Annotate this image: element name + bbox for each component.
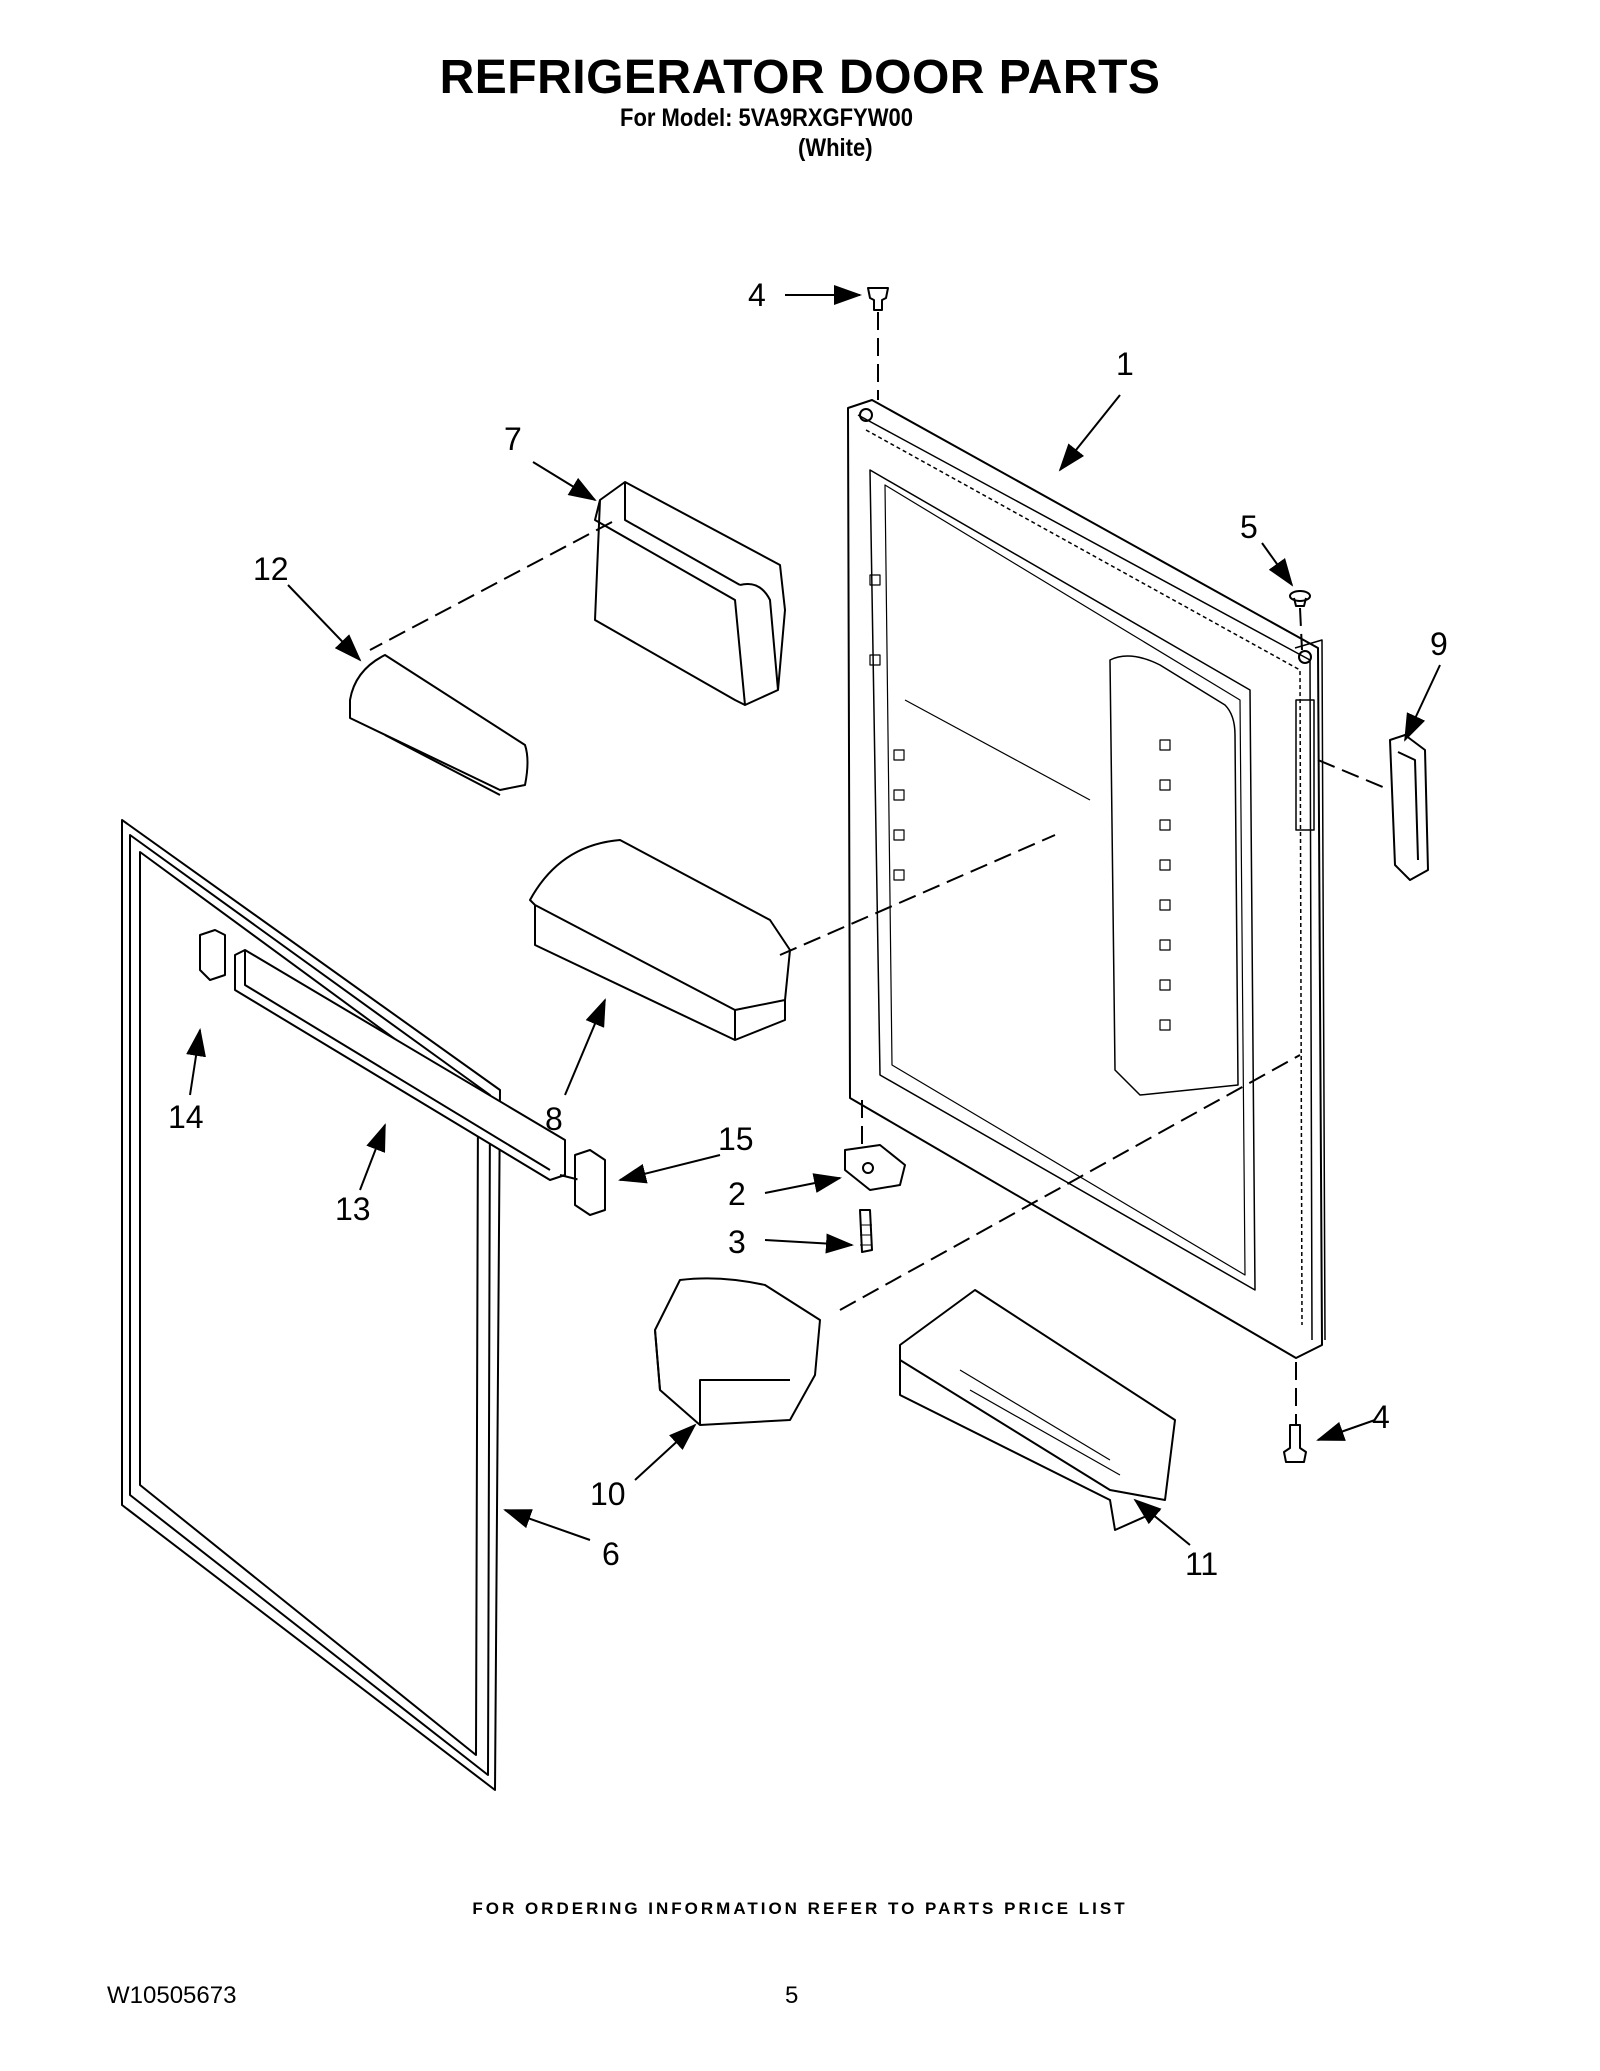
arrow-1 bbox=[1058, 394, 1121, 472]
end-cap-left-part bbox=[199, 929, 226, 981]
callout-2: 2 bbox=[728, 1176, 746, 1212]
arrow-10 bbox=[634, 1423, 697, 1481]
callout-9: 9 bbox=[1430, 626, 1448, 662]
callout-8: 8 bbox=[545, 1101, 563, 1137]
arrow-13 bbox=[359, 1123, 386, 1191]
callout-10: 10 bbox=[590, 1476, 626, 1512]
arrow-3 bbox=[764, 1233, 854, 1254]
arrow-8 bbox=[564, 998, 606, 1096]
cover-part bbox=[349, 654, 529, 796]
arrow-11 bbox=[1133, 1498, 1191, 1546]
hinge-part bbox=[844, 1144, 906, 1191]
arrow-14 bbox=[186, 1028, 206, 1096]
callout-4-top: 4 bbox=[748, 277, 766, 313]
callout-1: 1 bbox=[1116, 346, 1134, 382]
arrow-5 bbox=[1261, 542, 1294, 587]
callout-6: 6 bbox=[602, 1536, 620, 1572]
model-line: For Model: 5VA9RXGFYW00 bbox=[620, 104, 913, 132]
callout-12: 12 bbox=[253, 551, 289, 587]
arrow-7 bbox=[532, 461, 597, 502]
callout-4-bottom: 4 bbox=[1372, 1399, 1390, 1435]
callout-15: 15 bbox=[718, 1121, 754, 1157]
callout-3: 3 bbox=[728, 1224, 746, 1260]
arrow-4-bottom bbox=[1316, 1419, 1376, 1441]
callout-11: 11 bbox=[1185, 1546, 1218, 1582]
arrow-2 bbox=[764, 1173, 842, 1194]
callout-13: 13 bbox=[335, 1191, 371, 1227]
plug-part bbox=[1289, 590, 1311, 607]
arrow-15 bbox=[618, 1154, 721, 1184]
end-cap-right-part bbox=[574, 1149, 606, 1216]
door-gasket-part bbox=[121, 819, 501, 1791]
upper-bin-part bbox=[594, 481, 786, 706]
screw-part bbox=[859, 1209, 873, 1253]
callout-14: 14 bbox=[168, 1099, 204, 1135]
arrow-6 bbox=[503, 1509, 591, 1541]
hinge-pin-bottom-part bbox=[1283, 1424, 1307, 1463]
crisper-part bbox=[899, 1289, 1176, 1531]
handle-part bbox=[1389, 734, 1429, 881]
color-line: (White) bbox=[798, 134, 873, 162]
door-bin-part bbox=[529, 839, 791, 1041]
small-bin-part bbox=[654, 1277, 821, 1426]
arrow-9 bbox=[1404, 664, 1441, 742]
page-title: REFRIGERATOR DOOR PARTS bbox=[439, 51, 1161, 104]
hinge-pin-top-part bbox=[867, 287, 889, 311]
callout-5: 5 bbox=[1240, 509, 1258, 545]
document-number: W10505673 bbox=[107, 1982, 237, 2009]
callout-7: 7 bbox=[504, 421, 522, 457]
page-number: 5 bbox=[785, 1982, 799, 2009]
door-liner-part bbox=[847, 399, 1326, 1359]
ordering-note: FOR ORDERING INFORMATION REFER TO PARTS … bbox=[472, 1899, 1128, 1918]
arrow-12 bbox=[287, 584, 362, 662]
trim-bar-part bbox=[234, 949, 566, 1181]
